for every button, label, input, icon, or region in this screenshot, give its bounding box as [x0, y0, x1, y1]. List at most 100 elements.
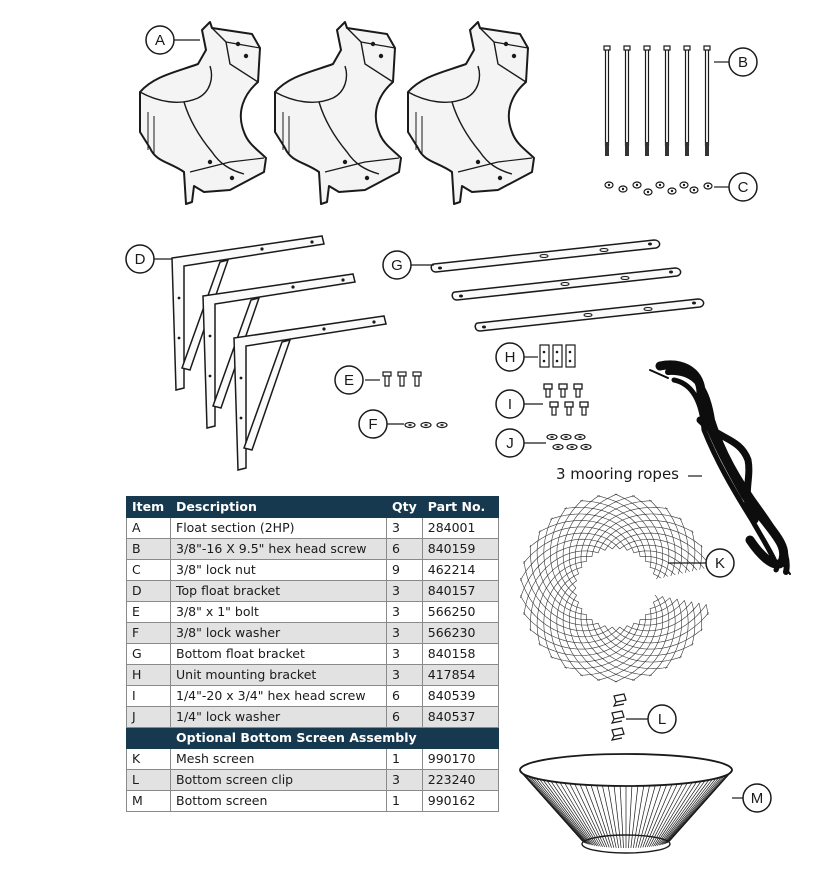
cell-item: D — [126, 580, 171, 602]
callout-label-m: M — [751, 790, 764, 807]
callout-label-l: L — [658, 711, 666, 728]
cell-item: I — [126, 685, 171, 707]
callout-label-f: F — [368, 416, 377, 433]
cell-qty: 9 — [386, 559, 423, 581]
cell-item: K — [126, 748, 171, 770]
cell-item: L — [126, 769, 171, 791]
cell-description: Top float bracket — [170, 580, 387, 602]
cell-part-no: 840157 — [421, 580, 499, 602]
cell-item: E — [126, 601, 171, 623]
float-section-3 — [407, 21, 535, 205]
cell-part-no: 840539 — [421, 685, 499, 707]
cell-item: C — [126, 559, 171, 581]
float-section-2 — [274, 21, 402, 205]
cell-qty: 3 — [386, 622, 423, 644]
cell-qty: 3 — [386, 580, 423, 602]
callout-f: F — [358, 409, 388, 439]
cell-item: G — [126, 643, 171, 665]
header-part-no: Part No. — [421, 496, 499, 518]
callout-label-b: B — [738, 54, 748, 71]
header-item: Item — [126, 496, 171, 518]
cell-item: H — [126, 664, 171, 686]
parts-table-header: Item Description Qty Part No. — [126, 496, 499, 518]
cell-qty: 6 — [386, 706, 423, 728]
cell-qty: 3 — [386, 643, 423, 665]
callout-label-j: J — [506, 435, 514, 452]
lock-washers-f — [404, 421, 448, 429]
cell-part-no: 840537 — [421, 706, 499, 728]
cell-item: A — [126, 517, 171, 539]
callout-i: I — [495, 389, 525, 419]
cell-description: Float section (2HP) — [170, 517, 387, 539]
lock-nuts-c — [604, 181, 713, 196]
callout-l: L — [647, 704, 677, 734]
cell-description: 1/4"-20 x 3/4" hex head screw — [170, 685, 387, 707]
callout-label-d: D — [135, 251, 146, 268]
callout-d: D — [125, 244, 155, 274]
cell-description: 3/8" x 1" bolt — [170, 601, 387, 623]
callout-leaders — [154, 39, 743, 799]
hex-screws-i — [543, 383, 589, 416]
bolts-e — [382, 371, 422, 387]
bottom-screen — [519, 753, 733, 854]
callout-m: M — [742, 783, 772, 813]
lock-washers-j — [546, 433, 592, 451]
callout-label-h: H — [505, 349, 516, 366]
cell-description: Bottom float bracket — [170, 643, 387, 665]
cell-qty: 6 — [386, 685, 423, 707]
cell-qty: 3 — [386, 601, 423, 623]
bottom-float-bracket-2 — [451, 267, 682, 301]
cell-qty: 6 — [386, 538, 423, 560]
cell-part-no: 417854 — [421, 664, 499, 686]
callout-k: K — [705, 548, 735, 578]
cell-description: Bottom screen clip — [170, 769, 387, 791]
cell-item: J — [126, 706, 171, 728]
cell-qty: 1 — [386, 748, 423, 770]
cell-item: M — [126, 790, 171, 812]
cell-qty: 3 — [386, 664, 423, 686]
section-row: Optional Bottom Screen Assembly — [126, 727, 499, 749]
cell-description: Bottom screen — [170, 790, 387, 812]
mesh-screen — [520, 493, 716, 683]
cell-description: 3/8" lock nut — [170, 559, 387, 581]
callout-h: H — [495, 342, 525, 372]
callout-j: J — [495, 428, 525, 458]
bottom-screen-clips — [611, 693, 627, 741]
cell-part-no: 284001 — [421, 517, 499, 539]
cell-part-no: 840159 — [421, 538, 499, 560]
cell-item: B — [126, 538, 171, 560]
cell-part-no: 990162 — [421, 790, 499, 812]
cell-description: Unit mounting bracket — [170, 664, 387, 686]
cell-description: 3/8" lock washer — [170, 622, 387, 644]
mooring-ropes-label: 3 mooring ropes — [556, 465, 679, 483]
mooring-ropes — [649, 360, 791, 575]
hex-screws-b — [603, 45, 711, 157]
cell-item: F — [126, 622, 171, 644]
cell-description: 3/8"-16 X 9.5" hex head screw — [170, 538, 387, 560]
cell-description: 1/4" lock washer — [170, 706, 387, 728]
cell-part-no: 990170 — [421, 748, 499, 770]
cell-part-no: 566250 — [421, 601, 499, 623]
callout-label-c: C — [738, 179, 749, 196]
callout-label-g: G — [391, 257, 403, 274]
cell-description: Mesh screen — [170, 748, 387, 770]
section-spacer — [126, 727, 171, 749]
bottom-float-bracket-1 — [430, 239, 661, 273]
cell-part-no: 223240 — [421, 769, 499, 791]
callout-c: C — [728, 172, 758, 202]
callout-b: B — [728, 47, 758, 77]
section-title: Optional Bottom Screen Assembly — [170, 727, 499, 749]
cell-qty: 1 — [386, 790, 423, 812]
